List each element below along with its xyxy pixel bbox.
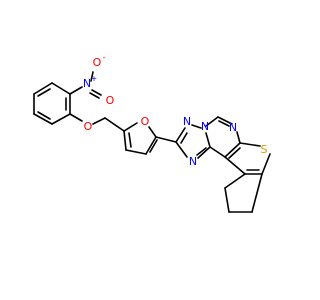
atom-label-n-triazole-2: N [201,120,209,133]
thiophene-ring [224,142,271,175]
cyclopentane-ring [224,173,263,213]
atom-label-o-ether: O [84,120,93,133]
triazole-ring [175,124,211,159]
atom-label-s-thiophene: S [261,143,268,156]
atom-label-n-pyrimidine: N [229,121,237,134]
structure-svg: N + O - O O O N N N N S [0,0,300,300]
atom-label-o-furan: O [141,115,150,128]
furan-triazole-bond [155,136,177,143]
charge-plus: + [91,74,97,83]
atom-label-n-nitro: N [83,77,91,90]
atom-label-o-nitro-top: O [93,56,102,69]
pyrimidine-ring [205,116,241,158]
atom-label-n-triazole-3: N [189,155,197,168]
molecule-canvas: N + O - O O O N N N N S [0,0,300,300]
benzene-ring [33,82,71,125]
furan-ring [123,122,158,155]
background [0,0,300,300]
atom-label-n-triazole-1: N [183,115,191,128]
nitro-group [69,71,102,99]
atom-label-o-nitro-right: O [106,94,115,107]
ether-linkage [69,113,125,132]
charge-minus: - [103,53,106,62]
